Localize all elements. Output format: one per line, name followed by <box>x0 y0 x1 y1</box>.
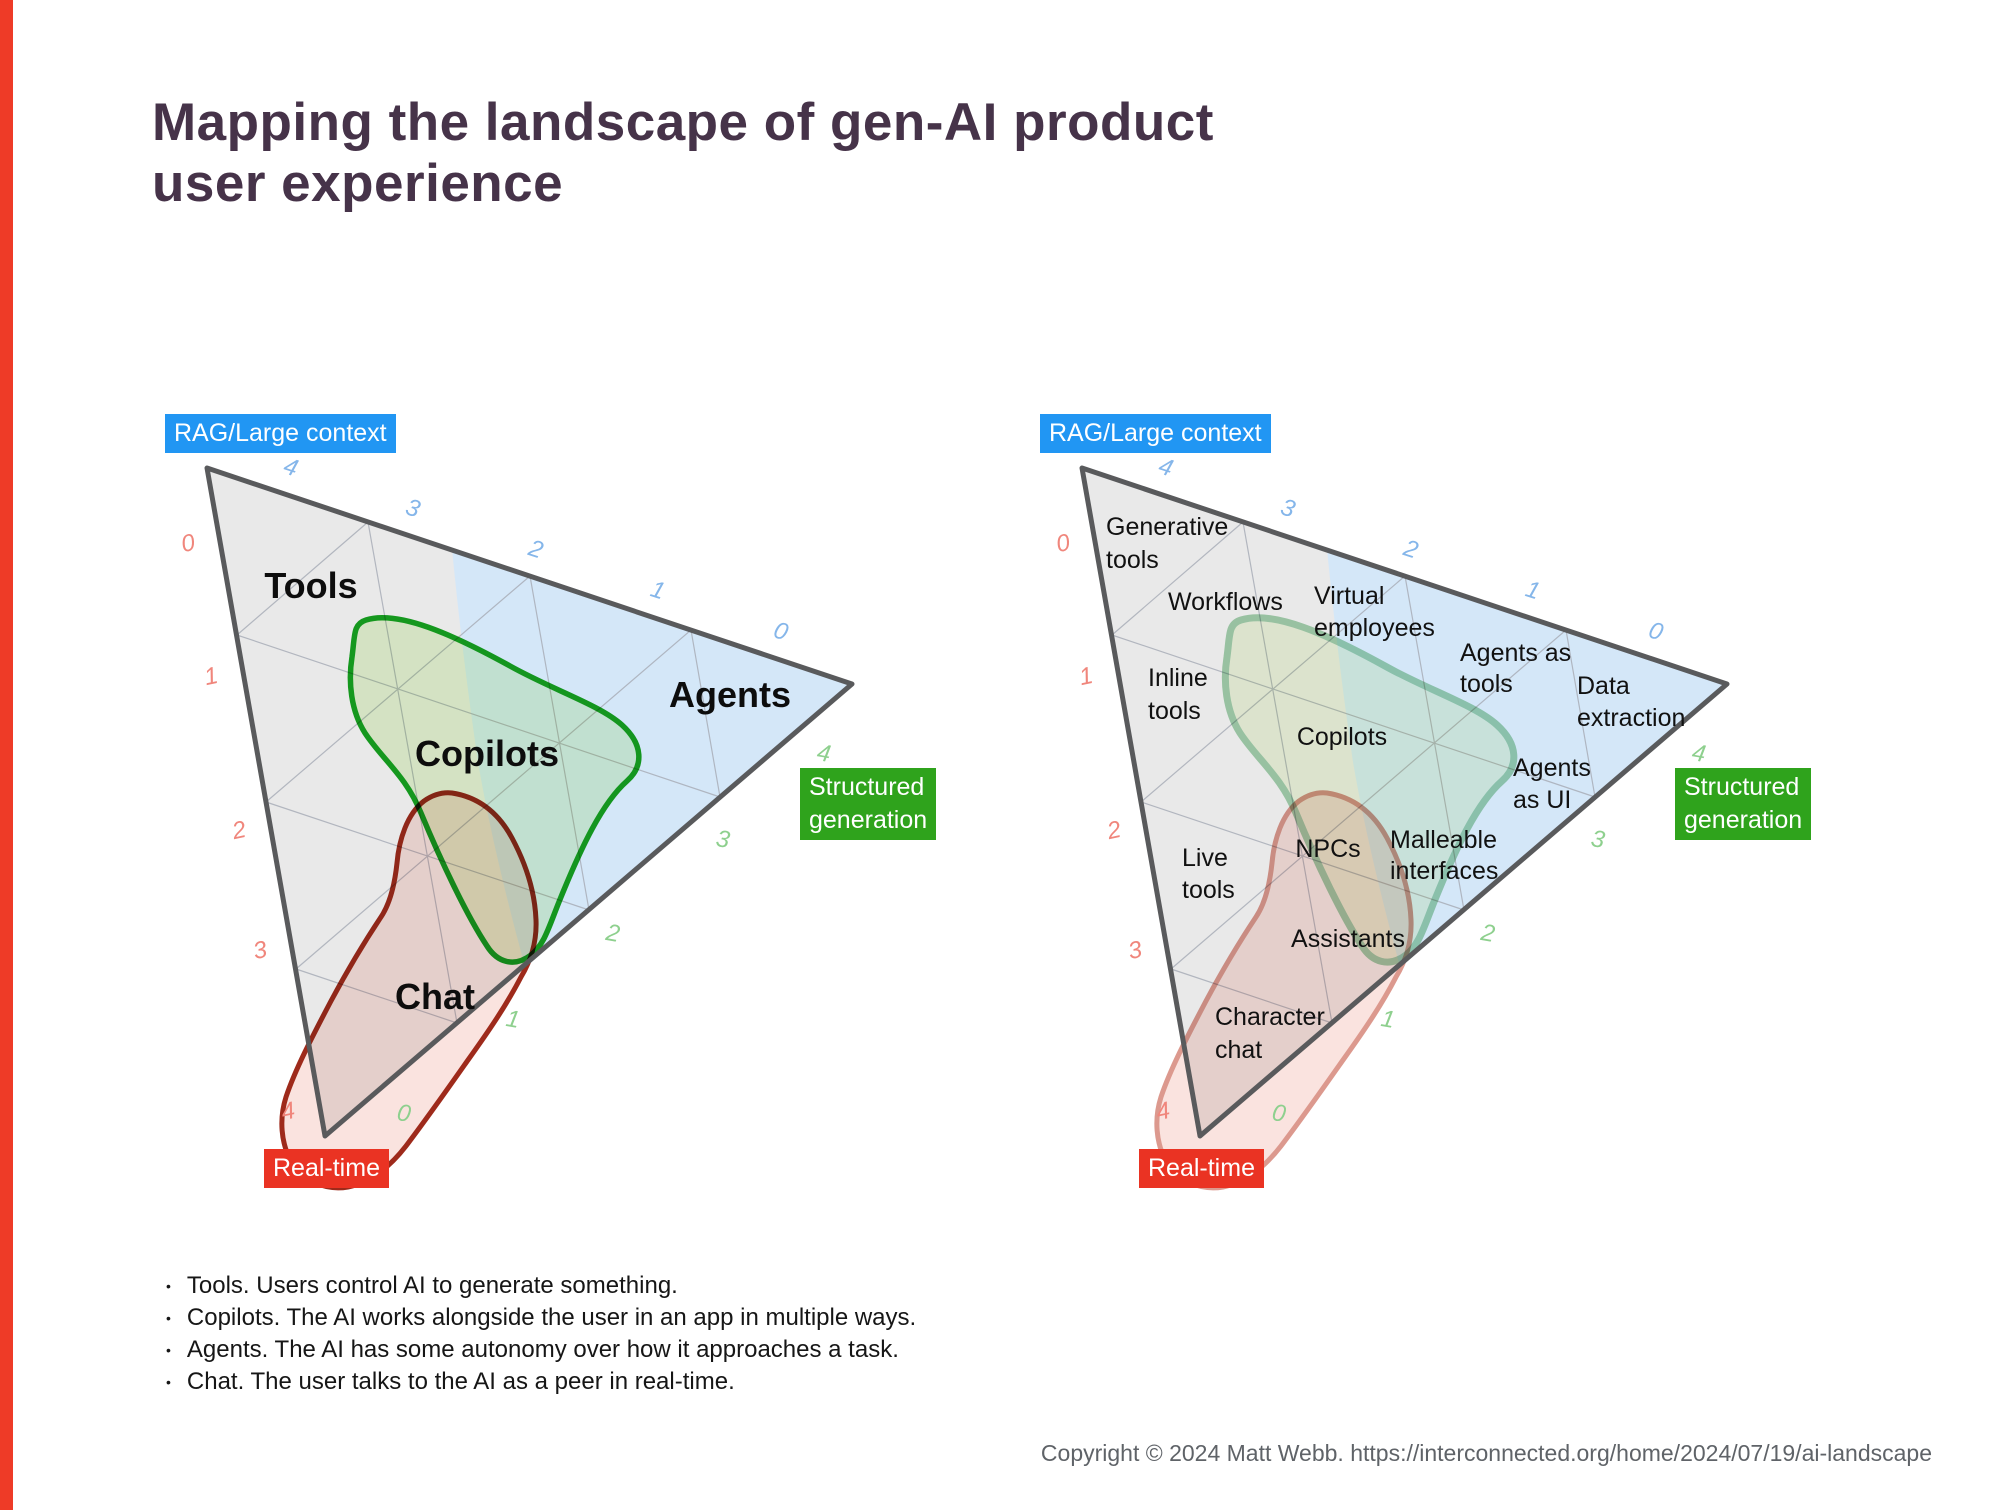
tick-bottom-1: 1 <box>504 1005 522 1034</box>
legend-item-tools: Tools. Users control AI to generate some… <box>166 1270 916 1302</box>
copilots-blob <box>347 614 642 965</box>
left-region-labels: Tools Agents Copilots Chat <box>264 565 791 1017</box>
tick-left-3: 3 <box>1126 936 1145 965</box>
tools-label: Tools <box>264 565 357 606</box>
tick-bottom-4: 4 <box>815 739 833 768</box>
live-tools-label-line1: Live <box>1182 844 1228 872</box>
copyright-text: Copyright © 2024 Matt Webb. https://inte… <box>1040 1440 1932 1466</box>
right-structured-line1: Structured <box>1684 773 1800 801</box>
npcs-label: NPCs <box>1295 835 1360 863</box>
page-title-line-1: Mapping the landscape of gen-AI product <box>152 93 1214 152</box>
tick-top-1: 1 <box>1522 576 1543 606</box>
copilots-blob-outline <box>347 614 642 965</box>
tick-bottom-1: 1 <box>1379 1005 1397 1034</box>
virtual-employees-label-line2: employees <box>1314 614 1435 642</box>
right-copilots-blob <box>1221 614 1518 966</box>
tick-top-3: 3 <box>402 494 424 524</box>
right-structured-generation-badge: Structured generation <box>1675 768 1812 840</box>
tick-left-1: 1 <box>1077 662 1096 691</box>
generative-tools-label-line2: tools <box>1106 546 1159 574</box>
inline-tools-label-line2: tools <box>1148 697 1201 725</box>
right-ternary-diagram: 4 3 2 1 0 0 1 2 3 4 4 3 2 1 0 Generative… <box>1054 453 1730 1191</box>
tick-left-1: 1 <box>202 662 221 691</box>
virtual-employees-label-line1: Virtual <box>1314 582 1384 610</box>
tick-bottom-2: 2 <box>603 919 622 948</box>
tick-top-1: 1 <box>647 576 668 606</box>
tick-top-4: 4 <box>280 453 301 483</box>
data-extraction-label-line2: extraction <box>1577 704 1685 732</box>
tick-top-2: 2 <box>524 534 546 564</box>
right-product-labels: Generative tools Workflows Virtual emplo… <box>1106 513 1685 1064</box>
right-copilots-blob-outline <box>1221 614 1518 966</box>
tick-left-4: 4 <box>279 1097 298 1126</box>
page-title: Mapping the landscape of gen-AI product … <box>152 92 1552 214</box>
tick-top-2: 2 <box>1399 534 1421 564</box>
left-structured-line2: generation <box>809 806 928 834</box>
character-chat-label-line1: Character <box>1215 1003 1325 1031</box>
left-structured-line1: Structured <box>809 773 925 801</box>
tick-left-4: 4 <box>1154 1097 1173 1126</box>
right-realtime-badge: Real-time <box>1139 1149 1264 1188</box>
tick-left-2: 2 <box>229 816 249 845</box>
tick-bottom-4: 4 <box>1690 739 1708 768</box>
tick-bottom-0: 0 <box>1270 1099 1288 1128</box>
tick-top-4: 4 <box>1155 453 1176 483</box>
right-copilots-label: Copilots <box>1297 723 1387 751</box>
left-triangle-border <box>204 465 855 1139</box>
generative-tools-label-line1: Generative <box>1106 513 1228 541</box>
tick-left-3: 3 <box>251 936 270 965</box>
workflows-label: Workflows <box>1168 588 1283 616</box>
copilots-label: Copilots <box>415 733 559 774</box>
agents-as-tools-label-line2: tools <box>1460 670 1513 698</box>
left-structured-generation-badge: Structured generation <box>800 768 937 840</box>
left-realtime-badge: Real-time <box>264 1149 389 1188</box>
legend-item-chat: Chat. The user talks to the AI as a peer… <box>166 1366 916 1398</box>
data-extraction-label-line1: Data <box>1577 672 1630 700</box>
agents-as-ui-label-line1: Agents <box>1513 754 1591 782</box>
inline-tools-label-line1: Inline <box>1148 664 1208 692</box>
malleable-interfaces-label-line1: Malleable <box>1390 826 1497 854</box>
agents-as-ui-label-line2: as UI <box>1513 786 1571 814</box>
tick-bottom-0: 0 <box>395 1099 413 1128</box>
chat-label: Chat <box>395 976 475 1017</box>
tick-left-0: 0 <box>179 529 198 558</box>
legend-item-copilots: Copilots. The AI works alongside the use… <box>166 1302 916 1334</box>
live-tools-label-line2: tools <box>1182 876 1235 904</box>
tick-bottom-2: 2 <box>1478 919 1497 948</box>
agents-as-tools-label-line1: Agents as <box>1460 639 1571 667</box>
right-triangle-border <box>1079 465 1730 1139</box>
malleable-interfaces-label-line2: interfaces <box>1390 857 1498 885</box>
assistants-label: Assistants <box>1291 925 1405 953</box>
right-structured-line2: generation <box>1684 806 1803 834</box>
left-ternary-diagram: 4 3 2 1 0 0 1 2 3 4 4 3 2 1 0 Tools Agen… <box>179 453 855 1191</box>
tick-left-2: 2 <box>1104 816 1124 845</box>
left-edge-strip <box>0 0 13 1510</box>
legend-item-agents: Agents. The AI has some autonomy over ho… <box>166 1334 916 1366</box>
character-chat-label-line2: chat <box>1215 1036 1262 1064</box>
right-rag-context-badge: RAG/Large context <box>1040 414 1271 453</box>
tick-top-0: 0 <box>770 617 792 647</box>
page-title-line-2: user experience <box>152 154 564 213</box>
left-rag-context-badge: RAG/Large context <box>165 414 396 453</box>
tick-top-3: 3 <box>1277 494 1299 524</box>
tick-top-0: 0 <box>1645 617 1667 647</box>
tick-bottom-3: 3 <box>714 825 732 854</box>
tick-left-0: 0 <box>1054 529 1073 558</box>
tick-bottom-3: 3 <box>1589 825 1607 854</box>
legend: Tools. Users control AI to generate some… <box>166 1270 916 1398</box>
agents-label: Agents <box>669 674 791 715</box>
